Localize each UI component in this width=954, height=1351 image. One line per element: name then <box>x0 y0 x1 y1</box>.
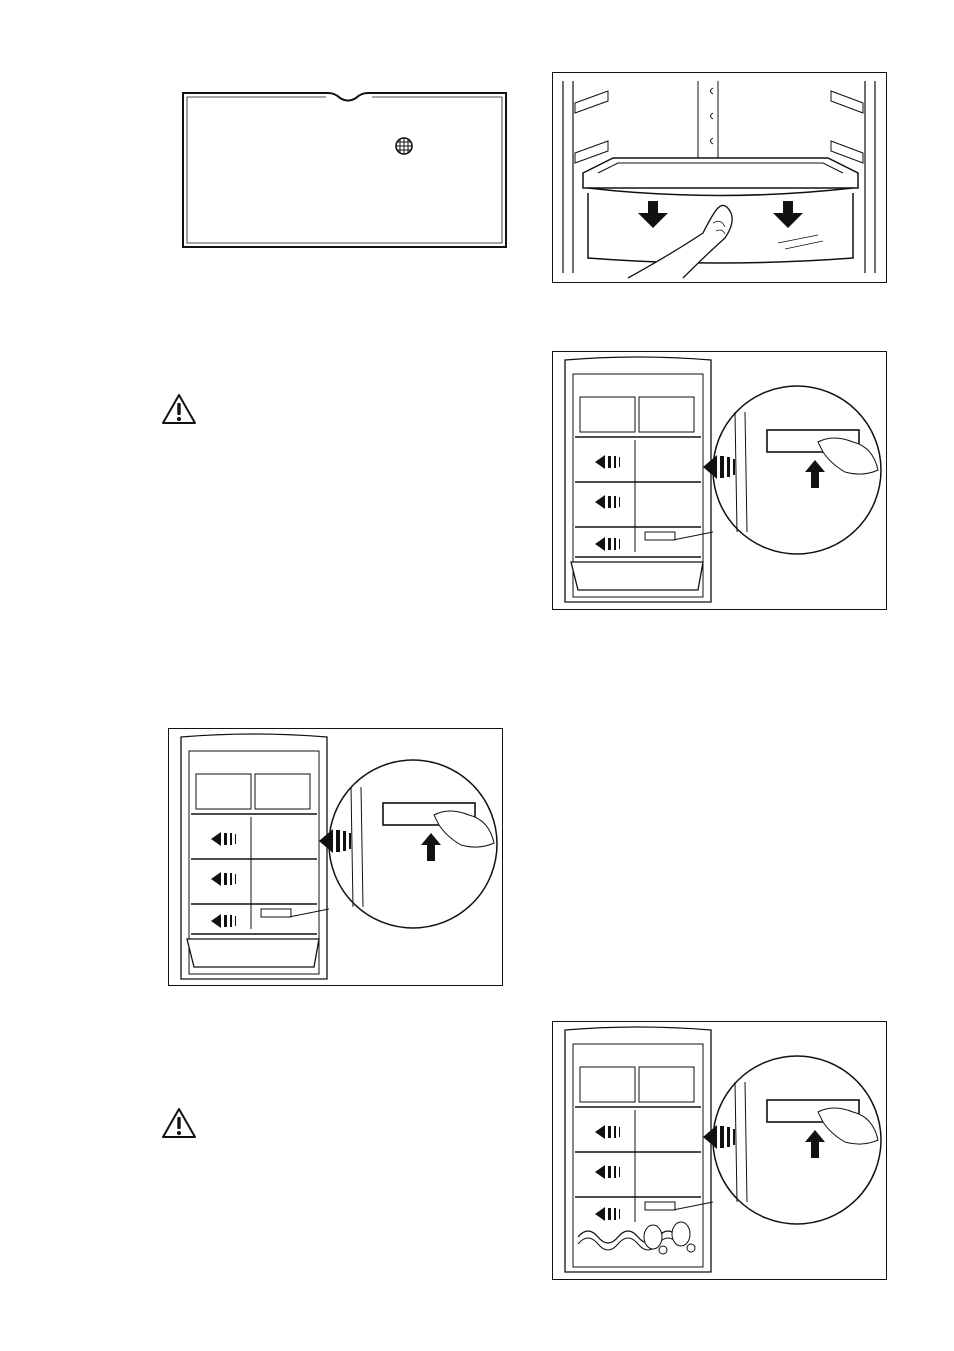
fridge-interior <box>565 357 711 602</box>
crisper-cover-figure <box>180 90 510 250</box>
grid-symbol-icon <box>396 138 412 154</box>
drawer-removal-figure <box>552 72 887 283</box>
temperature-indicator-figure-2 <box>168 728 503 986</box>
temperature-indicator-figure-1 <box>552 351 887 610</box>
warning-triangle-icon <box>160 1106 198 1140</box>
warning-triangle-icon <box>160 392 198 426</box>
temperature-indicator-figure-3 <box>552 1021 887 1280</box>
